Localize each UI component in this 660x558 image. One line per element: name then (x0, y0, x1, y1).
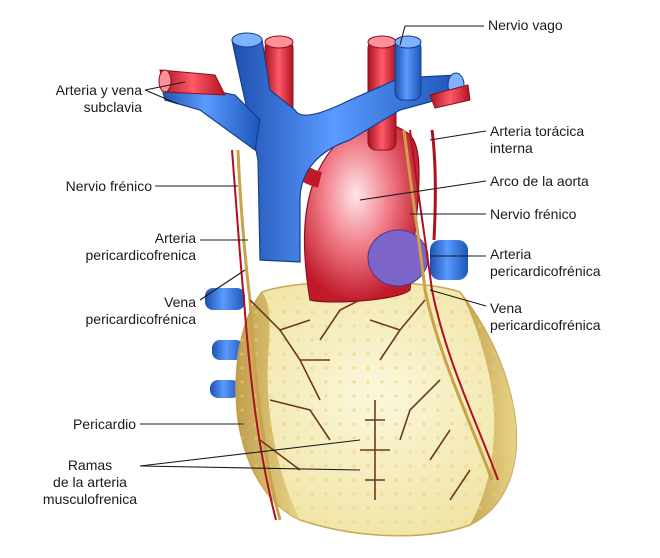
label-ramas-arteria-musculofrenica: Ramas de la arteria musculofrenica (42, 457, 138, 507)
label-arteria-pericardicofrenica-izq: Arteria pericardicofrenica (85, 230, 197, 263)
subclavian-artery (158, 69, 471, 109)
leader-lines (139, 25, 487, 471)
label-vena-pericardicofrenica-izq: Vena pericardicofrénica (85, 294, 197, 327)
label-arteria-pericardicofrenica-der: Arteria pericardicofrénica (490, 246, 601, 279)
label-arco-aorta: Arco de la aorta (490, 173, 589, 189)
label-nervio-frenico-der: Nervio frénico (490, 206, 577, 222)
label-arteria-toracica-interna: Arteria torácica interna (490, 123, 585, 156)
label-nervio-frenico-izq: Nervio frénico (65, 178, 152, 194)
label-pericardio: Pericardio (72, 416, 136, 432)
label-vena-pericardicofrenica-der: Vena pericardicofrénica (490, 300, 601, 333)
label-arteria-vena-subclavia: Arteria y vena subclavia (55, 82, 142, 115)
musculophrenic-branches (249, 299, 471, 501)
label-nervio-vago: Nervio vago (488, 17, 563, 33)
